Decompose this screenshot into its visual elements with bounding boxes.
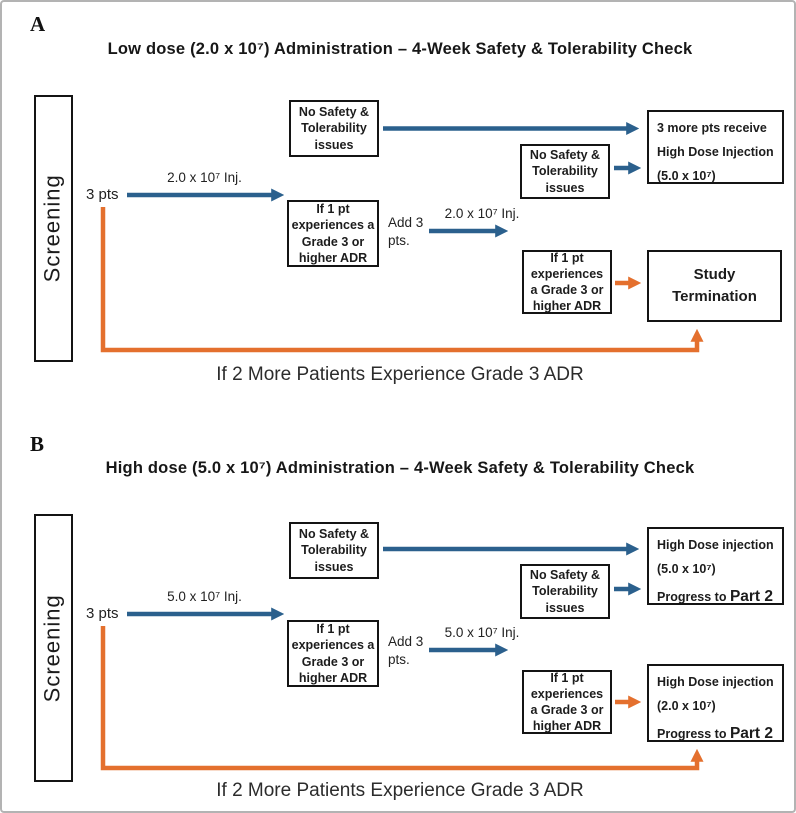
panel-b-no-safety-box-1: No Safety & Tolerability issues	[289, 522, 379, 579]
progress-prefix: Progress to	[657, 589, 730, 604]
outcome-line: Progress to Part 2	[657, 719, 780, 748]
panel-b-caption: If 2 More Patients Experience Grade 3 AD…	[216, 780, 584, 801]
panel-b-inj-label-2: 5.0 x 10⁷ Inj.	[444, 625, 520, 640]
progress-part2: Part 2	[729, 724, 774, 742]
outcome-line: (2.0 x 10⁷)	[657, 698, 716, 713]
panel-b-if-1pt-box-1: If 1 pt experiences a Grade 3 or higher …	[287, 620, 379, 687]
outcome-line: High Dose Injection	[657, 144, 774, 159]
panel-b-inj-label-1: 5.0 x 10⁷ Inj.	[167, 589, 242, 604]
panel-a-screening-label: Screening	[40, 174, 66, 283]
panel-a-inj-label-2: 2.0 x 10⁷ Inj.	[444, 206, 520, 221]
panel-b-if-1pt-box-2: If 1 pt experiences a Grade 3 or higher …	[522, 670, 612, 734]
panel-a-no-safety-box-2: No Safety & Tolerability issues	[520, 144, 610, 199]
panel-a-inj-label-1: 2.0 x 10⁷ Inj.	[167, 170, 242, 185]
panel-a-outcome-top-box: 3 more pts receive High Dose Injection (…	[647, 110, 784, 184]
outcome-line: (5.0 x 10⁷)	[657, 168, 716, 183]
termination-line1: Study	[693, 265, 736, 283]
panel-a-label: A	[30, 12, 46, 36]
panel-a-caption: If 2 More Patients Experience Grade 3 AD…	[216, 364, 584, 385]
panel-a-no-safety-text-2: No Safety & Tolerability issues	[529, 148, 601, 195]
panel-b-no-safety-box-2: No Safety & Tolerability issues	[520, 564, 610, 619]
panel-a-no-safety-text-1: No Safety & Tolerability issues	[298, 105, 370, 152]
panel-b-no-safety-text-1: No Safety & Tolerability issues	[298, 527, 370, 574]
outcome-line: Progress to Part 2	[657, 582, 780, 611]
panel-a-termination-box: Study Termination	[647, 250, 782, 322]
panel-a-add-pts-label: Add 3 pts.	[388, 215, 424, 249]
panel-b-add-pts-label: Add 3 pts.	[388, 634, 424, 668]
panel-b-pts-label: 3 pts	[86, 605, 119, 622]
panel-a-if-1pt-box-2: If 1 pt experiences a Grade 3 or higher …	[522, 250, 612, 314]
panel-a-if-1pt-box-1: If 1 pt experiences a Grade 3 or higher …	[287, 200, 379, 267]
panel-a-termination-text: Study Termination	[672, 264, 757, 309]
panel-b-screening-box: Screening	[34, 514, 73, 782]
panel-b-outcome-bottom-box: High Dose injection (2.0 x 10⁷) Progress…	[647, 664, 784, 742]
panel-b-outcome-top-box: High Dose injection (5.0 x 10⁷) Progress…	[647, 527, 784, 605]
panel-b-no-safety-text-2: No Safety & Tolerability issues	[529, 568, 601, 615]
outcome-line: High Dose injection	[657, 675, 774, 689]
outcome-line: 3 more pts receive	[657, 121, 767, 135]
panel-b-screening-label: Screening	[40, 593, 66, 703]
termination-line2: Termination	[672, 288, 757, 305]
panel-a-if-1pt-text-2: If 1 pt experiences a Grade 3 or higher …	[530, 250, 604, 314]
outcome-line: (5.0 x 10⁷)	[657, 561, 716, 576]
outcome-line: High Dose injection	[657, 538, 774, 552]
panel-a-no-safety-box-1: No Safety & Tolerability issues	[289, 100, 379, 157]
panel-b-if-1pt-text-1: If 1 pt experiences a Grade 3 or higher …	[291, 622, 375, 685]
panel-a-title: Low dose (2.0 x 10⁷) Administration – 4-…	[107, 40, 693, 58]
panel-a-if-1pt-text-1: If 1 pt experiences a Grade 3 or higher …	[291, 202, 375, 265]
progress-prefix: Progress to	[657, 726, 730, 741]
panel-a-screening-box: Screening	[34, 95, 73, 362]
panel-b-label: B	[30, 432, 45, 456]
panel-b-title: High dose (5.0 x 10⁷) Administration – 4…	[105, 459, 695, 477]
panel-b-if-1pt-text-2: If 1 pt experiences a Grade 3 or higher …	[530, 670, 604, 734]
panel-a-pts-label: 3 pts	[86, 186, 119, 203]
progress-part2: Part 2	[729, 587, 774, 605]
